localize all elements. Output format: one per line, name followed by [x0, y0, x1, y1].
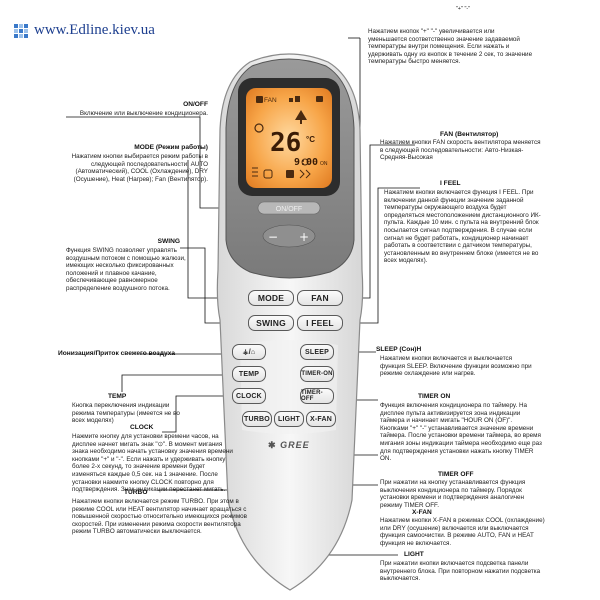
- clock-heading: CLOCK: [130, 424, 154, 431]
- temp-heading: TEMP: [108, 393, 127, 400]
- light-button[interactable]: LIGHT: [274, 411, 304, 427]
- swing-button[interactable]: SWING: [248, 315, 294, 331]
- lcd-fan-label: FAN: [264, 97, 277, 104]
- onoff-button[interactable]: ON/OFF: [276, 206, 302, 213]
- plusminus-text: Нажатием кнопок "+" "-" увеличивается ил…: [368, 28, 533, 66]
- sleep-text: Нажатием кнопки включается и выключается…: [380, 355, 532, 378]
- ifeel-button[interactable]: I FEEL: [297, 315, 343, 331]
- light-heading: LIGHT: [404, 551, 424, 558]
- ifeel-heading: I FEEL: [440, 180, 461, 187]
- fan-button[interactable]: FAN: [297, 290, 343, 306]
- timer-off-heading: TIMER OFF: [438, 471, 474, 478]
- turbo-heading: TURBO: [124, 489, 148, 496]
- lcd-am-pm: ON: [320, 161, 328, 167]
- lcd-temp: 26: [270, 128, 301, 158]
- temp-text: Кнопка переключения индикации режима тем…: [72, 402, 180, 425]
- temp-button[interactable]: TEMP: [232, 366, 266, 382]
- xfan-button[interactable]: X-FAN: [306, 411, 336, 427]
- fan-heading: FAN (Вентилятор): [440, 131, 499, 138]
- xfan-text: Нажатием кнопки X-FAN в режимах COOL (ох…: [380, 517, 545, 547]
- timer-on-heading: TIMER ON: [418, 393, 451, 400]
- timer-on-button[interactable]: TIMER-ON: [300, 366, 334, 382]
- mode-text: Нажатием кнопки выбирается режим работы …: [71, 153, 208, 183]
- timer-off-text: При нажатии на кнопку устанавливается фу…: [380, 479, 526, 509]
- minus-button[interactable]: −: [268, 230, 278, 244]
- lcd-icons: [252, 96, 323, 179]
- plusminus-heading: "+" "-": [455, 6, 471, 12]
- ifeel-text: Нажатием кнопки включается функция I FEE…: [384, 189, 541, 265]
- ion-button[interactable]: ⚶/⌂: [232, 344, 266, 360]
- brand-logo: ✱ GREE: [268, 440, 310, 451]
- lcd-unit: °C: [306, 135, 315, 144]
- clock-button[interactable]: CLOCK: [232, 388, 266, 404]
- lcd-time: 9:00: [294, 157, 318, 168]
- swing-heading: SWING: [157, 238, 180, 245]
- site-header: www.Edline.kiev.ua: [14, 22, 155, 39]
- fan-text: Нажатием кнопки FAN скорость вентилятора…: [380, 139, 541, 162]
- site-url[interactable]: www.Edline.kiev.ua: [34, 22, 155, 38]
- light-text: При нажатии кнопки включается подсветка …: [380, 560, 541, 583]
- ion-heading: Ионизация/Приток свежего воздуха: [58, 350, 176, 357]
- onoff-heading: ON/OFF: [183, 101, 208, 108]
- swing-text: Функция SWING позволяет управлять воздуш…: [66, 247, 186, 292]
- site-logo-icon: [14, 23, 28, 38]
- mode-button[interactable]: MODE: [248, 290, 294, 306]
- timer-on-text: Функция включения кондиционера по таймер…: [380, 402, 542, 463]
- brand-name: GREE: [280, 440, 310, 450]
- plus-button[interactable]: +: [299, 230, 309, 244]
- onoff-text: Включение или выключение кондиционера.: [79, 110, 208, 117]
- turbo-text: Нажатием кнопки включается режим TURBO. …: [72, 498, 248, 536]
- sleep-heading: SLEEP (Сон)H: [376, 346, 422, 353]
- sleep-button[interactable]: SLEEP: [300, 344, 334, 360]
- turbo-button[interactable]: TURBO: [242, 411, 272, 427]
- xfan-heading: X-FAN: [412, 509, 432, 516]
- timer-off-button[interactable]: TIMER-OFF: [300, 388, 334, 404]
- gree-swirl-icon: ✱: [268, 440, 277, 450]
- clock-text: Нажмите кнопку для установки времени час…: [72, 433, 233, 494]
- mode-heading: MODE (Режим работы): [134, 144, 208, 151]
- lcd-screen: [246, 88, 332, 188]
